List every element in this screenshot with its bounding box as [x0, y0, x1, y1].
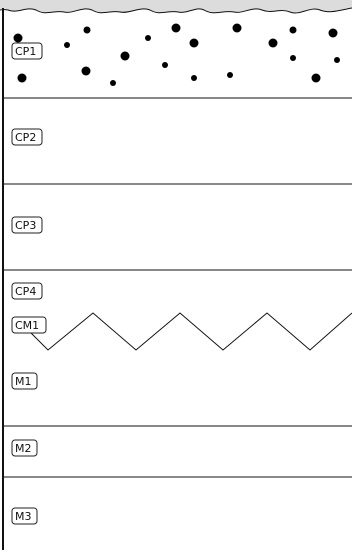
layer-label-m2-text: M2 — [15, 442, 32, 455]
layer-label-cp3-text: CP3 — [15, 219, 36, 232]
layer-label-m3: M3 — [12, 508, 37, 524]
zigzag-boundary — [28, 313, 352, 350]
layer-label-m1: M1 — [12, 373, 37, 389]
layer-label-cp1-text: CP1 — [15, 45, 36, 58]
layer-label-cp3: CP3 — [12, 217, 42, 233]
cp1-dots-pattern — [14, 24, 341, 87]
layer-label-m3-text: M3 — [15, 510, 32, 523]
layer-label-cp2: CP2 — [12, 129, 42, 145]
surface-band — [0, 0, 352, 13]
layer-label-cp1: CP1 — [12, 43, 42, 59]
layer-label-cm1-text: CM1 — [15, 319, 39, 332]
layer-label-cp4: CP4 — [12, 283, 42, 299]
layer-label-cm1: CM1 — [12, 317, 46, 333]
layer-label-m1-text: M1 — [15, 375, 32, 388]
layer-label-m2: M2 — [12, 440, 37, 456]
layer-label-cp4-text: CP4 — [15, 285, 36, 298]
layer-label-cp2-text: CP2 — [15, 131, 36, 144]
